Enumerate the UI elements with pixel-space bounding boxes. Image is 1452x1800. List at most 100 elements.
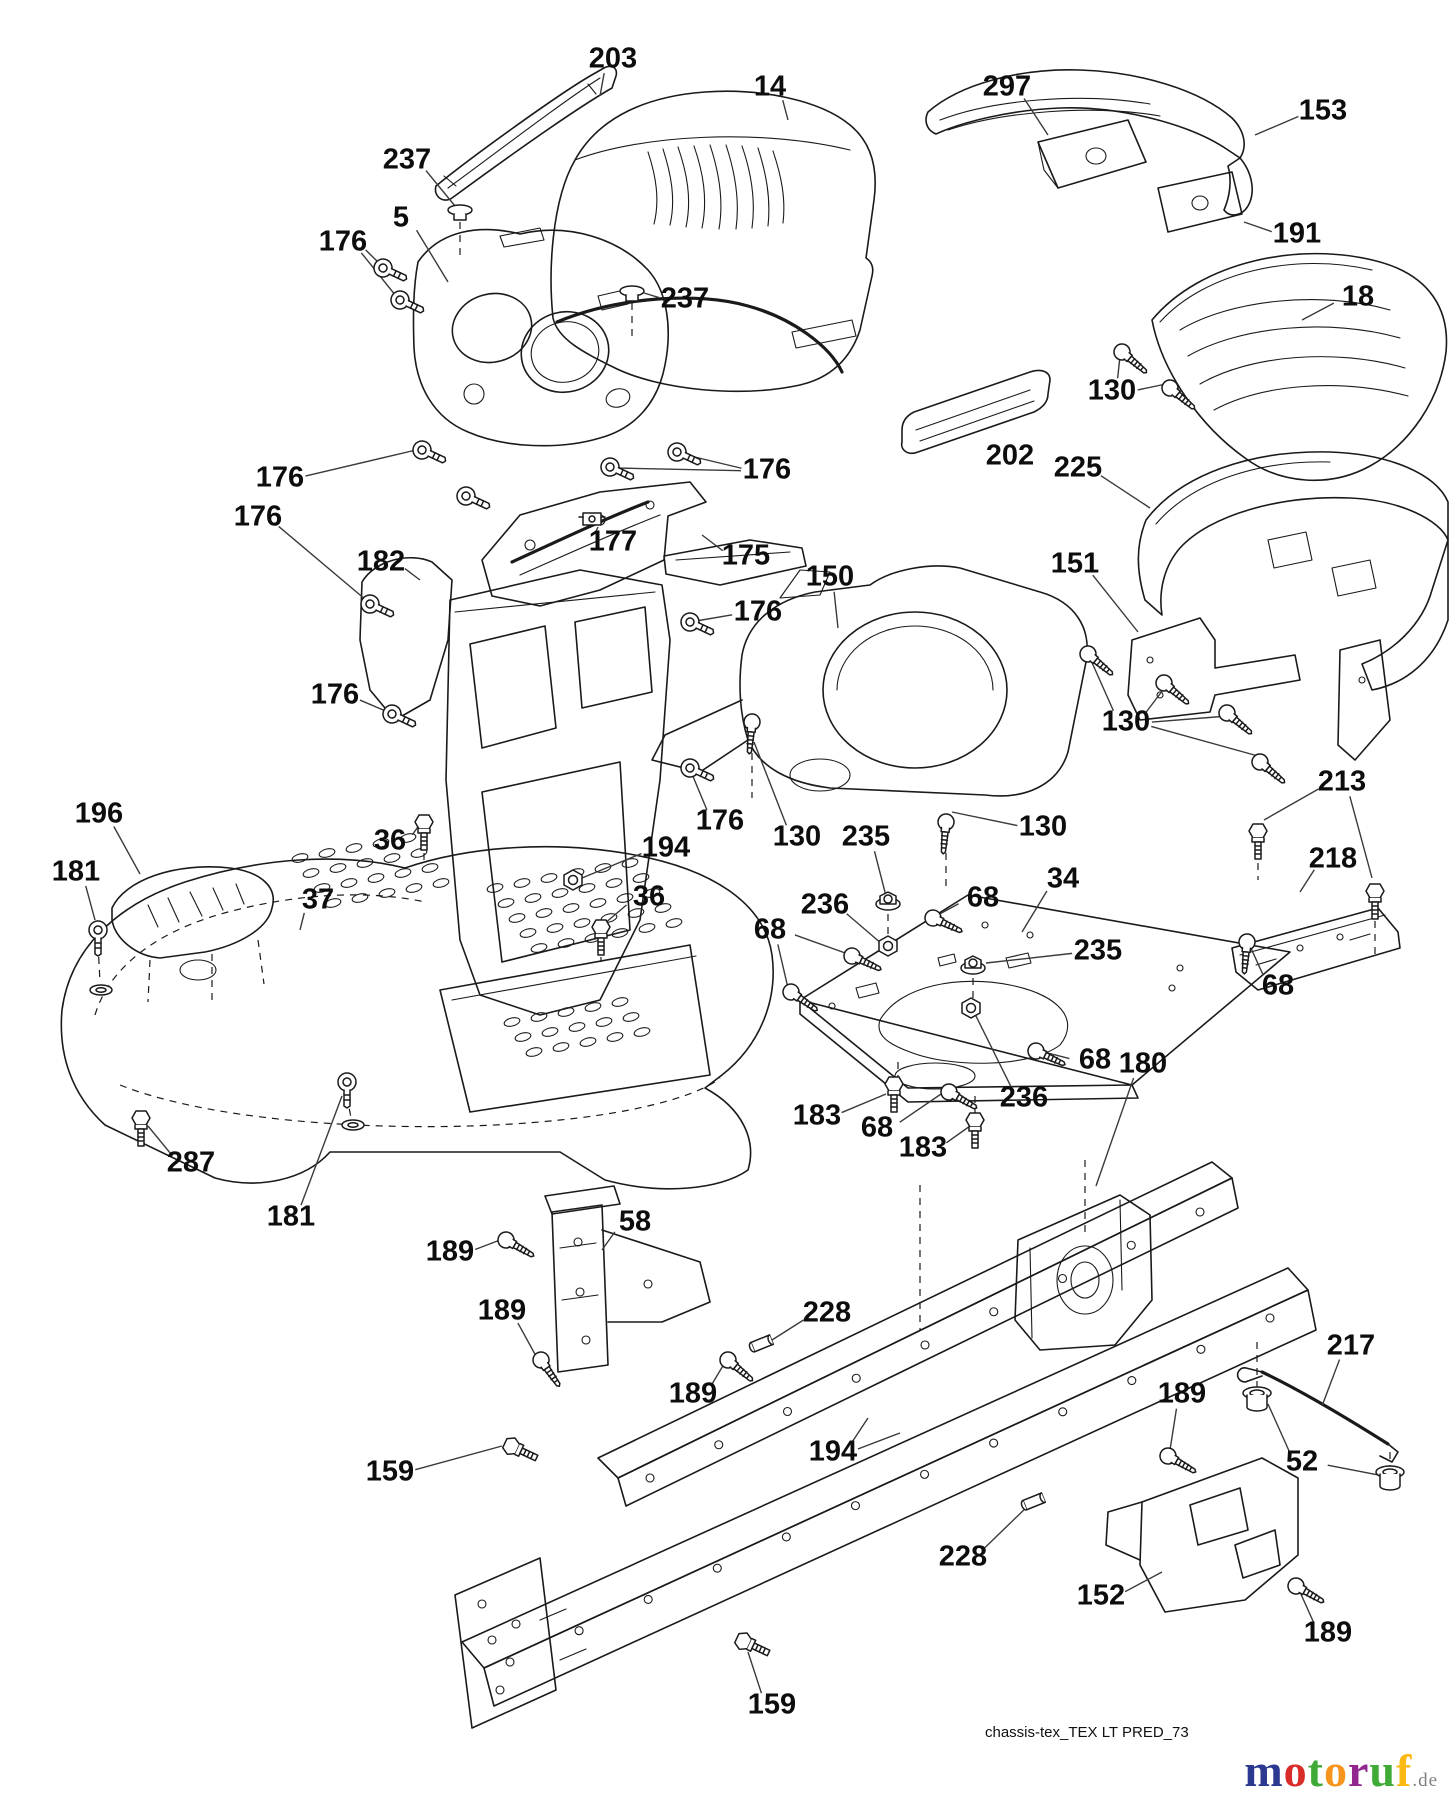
part-number-label: 68	[1262, 970, 1294, 1002]
watermark-letter: r	[1347, 1745, 1370, 1796]
part-number-label: 183	[793, 1100, 841, 1132]
rail-hole	[1127, 1375, 1137, 1386]
pushpin-fastener-icon	[453, 483, 495, 516]
fender-slot	[421, 863, 439, 873]
fender-slot	[513, 878, 531, 888]
washer-fastener-icon	[89, 984, 113, 996]
leader-line	[603, 904, 627, 925]
watermark-suffix: .de	[1412, 1770, 1438, 1791]
fender-slot	[578, 883, 596, 893]
fender-slot	[568, 1022, 586, 1032]
part-number-label: 235	[842, 821, 890, 853]
part-number-label: 14	[754, 71, 786, 103]
fender-slot	[519, 928, 537, 938]
pushpin-fastener-icon	[597, 454, 639, 487]
part-number-label: 236	[1000, 1082, 1048, 1114]
fender-slot	[606, 1032, 624, 1042]
leader-line	[691, 773, 708, 811]
fender-slot	[573, 918, 591, 928]
leader-line	[985, 952, 1073, 964]
fender-slot	[627, 908, 645, 918]
skid-plate-part	[1105, 1457, 1299, 1613]
fender-slot	[394, 868, 412, 878]
part-number-label: 181	[52, 856, 100, 888]
screw-fastener-icon	[1156, 1444, 1201, 1480]
bumper-bracket-part	[1127, 617, 1391, 761]
part-number-label: 237	[661, 283, 709, 315]
pushpin-fastener-icon	[677, 609, 719, 642]
leader-line	[1243, 221, 1272, 233]
leader-line	[425, 170, 456, 207]
part-number-label: 287	[167, 1147, 215, 1179]
part-number-label: 37	[302, 884, 334, 916]
rail-hole	[1196, 1344, 1206, 1354]
leader-line	[695, 614, 733, 622]
part-number-label: 36	[374, 825, 406, 857]
fender-slot	[633, 1027, 651, 1037]
part-number-label: 189	[669, 1378, 717, 1410]
leader-line	[517, 1322, 537, 1357]
rail-hole	[645, 1473, 655, 1483]
screw-fastener-icon	[934, 812, 956, 856]
part-number-label: 202	[986, 440, 1034, 472]
fender-slot	[557, 1007, 575, 1017]
part-number-label: 175	[722, 540, 770, 572]
rail-hole	[989, 1307, 999, 1317]
leader-line	[1299, 1591, 1315, 1623]
leader-line	[615, 467, 742, 472]
leader-line	[601, 1231, 616, 1251]
leader-line	[474, 1239, 501, 1251]
leader-line	[1021, 890, 1048, 933]
pushpin-fastener-icon	[88, 920, 108, 957]
part-number-label: 237	[383, 144, 431, 176]
motoruf-watermark-logo[interactable]: motoruf.de	[1244, 1748, 1438, 1794]
part-number-label: 58	[619, 1206, 651, 1238]
watermark-letter: o	[1323, 1745, 1348, 1796]
leader-line	[945, 1125, 971, 1144]
leader-line	[777, 944, 789, 989]
part-number-label: 130	[773, 821, 821, 853]
part-number-label: 152	[1077, 1580, 1125, 1612]
bolt-fastener-icon	[131, 1110, 151, 1147]
pushpin-fastener-icon	[370, 255, 412, 288]
rail-hole	[1195, 1207, 1205, 1217]
leader-line	[581, 852, 642, 879]
part-number-label: 217	[1327, 1330, 1375, 1362]
leader-line	[857, 1432, 901, 1450]
leader-line	[415, 1445, 503, 1471]
leader-line	[1263, 788, 1319, 821]
flangenut-fastener-icon	[960, 955, 986, 975]
watermark-letter: o	[1283, 1745, 1308, 1796]
fender-slot	[540, 873, 558, 883]
screw-fastener-icon	[1157, 375, 1201, 416]
watermark-letter: m	[1244, 1745, 1284, 1796]
vent-part	[900, 369, 1051, 455]
fender-slot	[302, 868, 320, 878]
bolt-fastener-icon	[732, 1629, 774, 1662]
pushpin-fastener-icon	[677, 755, 719, 788]
part-number-label: 189	[1304, 1617, 1352, 1649]
diagram-code: chassis-tex_TEX LT PRED_73	[985, 1724, 1189, 1741]
part-number-label: 191	[1273, 218, 1321, 250]
pushpin-fastener-icon	[357, 591, 399, 624]
parts-layer	[60, 65, 1449, 1729]
part-number-label: 176	[256, 462, 304, 494]
part-number-label: 130	[1102, 706, 1150, 738]
watermark-letter: f	[1395, 1745, 1413, 1796]
leader-line	[850, 1417, 869, 1444]
nut-fastener-icon	[878, 935, 898, 957]
screw-fastener-icon	[529, 1348, 567, 1392]
leader-line	[1137, 383, 1167, 391]
fender-slot	[340, 878, 358, 888]
bolt-fastener-icon	[965, 1112, 985, 1149]
fender-slot	[405, 883, 423, 893]
spacer-fastener-icon	[1019, 1492, 1046, 1512]
fender-slot	[546, 923, 564, 933]
rail-hole	[1265, 1313, 1275, 1323]
leader-line	[300, 1095, 343, 1206]
fender-slot	[313, 883, 331, 893]
leader-line	[1100, 475, 1151, 509]
fender-slot	[345, 843, 363, 853]
cup-fastener-icon	[1375, 1465, 1405, 1491]
